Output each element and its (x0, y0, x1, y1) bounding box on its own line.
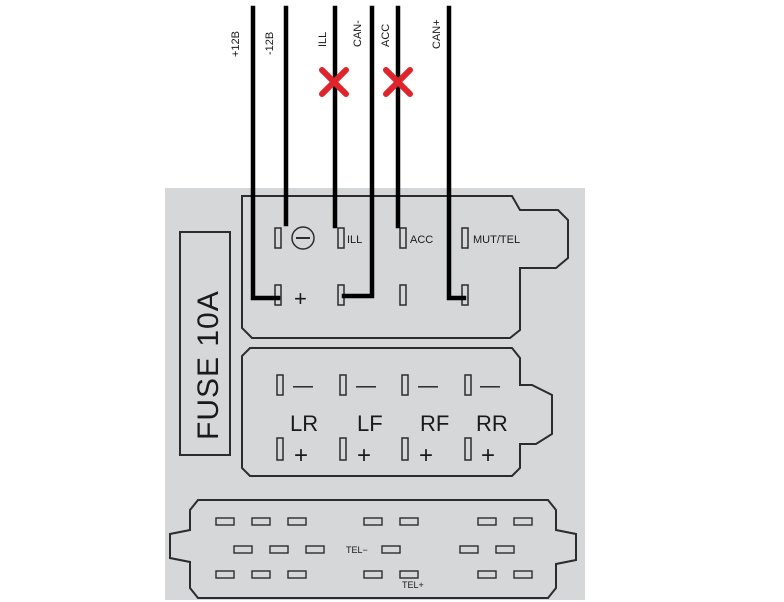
wire-label-plus12: +12B (230, 31, 242, 57)
pin-label-ill: ILL (347, 234, 362, 246)
cross-acc-icon (383, 67, 413, 97)
top-pin (461, 227, 469, 249)
ground-symbol-icon (291, 226, 315, 250)
speaker-pin (401, 374, 409, 396)
wire-can-minus (341, 5, 375, 299)
top-block-outline (241, 195, 569, 339)
speaker-pin (401, 437, 409, 461)
speaker-plus: + (419, 442, 433, 469)
speaker-minus: — (418, 375, 438, 397)
cross-ill-icon (319, 67, 349, 97)
wire-plus12 (250, 5, 281, 301)
speaker-minus: — (293, 375, 313, 397)
speaker-minus: — (480, 375, 500, 397)
wire-can-plus (446, 5, 467, 301)
pin-label-plus: + (294, 286, 307, 311)
fuse-label: FUSE 10A (192, 290, 225, 440)
speaker-label-rf: RF (420, 411, 449, 436)
wire-label-can-minus: CAN- (352, 20, 364, 47)
wire-label-minus12: -12B (264, 32, 276, 55)
speaker-pin (276, 437, 284, 461)
top-pin (337, 227, 345, 249)
bottom-pin-row-2 (233, 545, 515, 554)
speaker-label-rr: RR (476, 411, 508, 436)
speaker-pin (464, 374, 472, 396)
top-pin (399, 227, 407, 249)
top-pin (274, 227, 282, 249)
speaker-pin (276, 374, 284, 396)
speaker-pin (339, 374, 347, 396)
wire-label-acc: ACC (380, 24, 392, 47)
wires (250, 5, 467, 301)
bottom-pin-row-3 (215, 570, 533, 579)
speaker-label-lr: LR (290, 411, 318, 436)
top-pin (274, 284, 282, 306)
top-pin (399, 284, 407, 306)
bottom-block-outline (169, 499, 577, 599)
pin-label-tel-plus: TEL+ (402, 580, 424, 590)
bottom-pin-row-1 (215, 517, 533, 526)
fuse-outline (179, 231, 231, 456)
pin-label-acc: ACC (410, 234, 433, 246)
speaker-plus: + (481, 442, 495, 469)
speaker-plus: + (294, 442, 308, 469)
speaker-label-lf: LF (357, 411, 383, 436)
wire-label-ill: ILL (317, 32, 329, 47)
speaker-minus: — (356, 375, 376, 397)
speaker-block-outline (241, 347, 553, 477)
pin-label-tel-minus: TEL− (346, 545, 368, 555)
wire-label-can-plus: CAN+ (431, 19, 443, 49)
speaker-pin (464, 437, 472, 461)
speaker-plus: + (357, 442, 371, 469)
pin-label-mut-tel: MUT/TEL (473, 234, 520, 246)
connector-panel (165, 188, 585, 600)
top-pin (461, 284, 469, 306)
speaker-pin (339, 437, 347, 461)
